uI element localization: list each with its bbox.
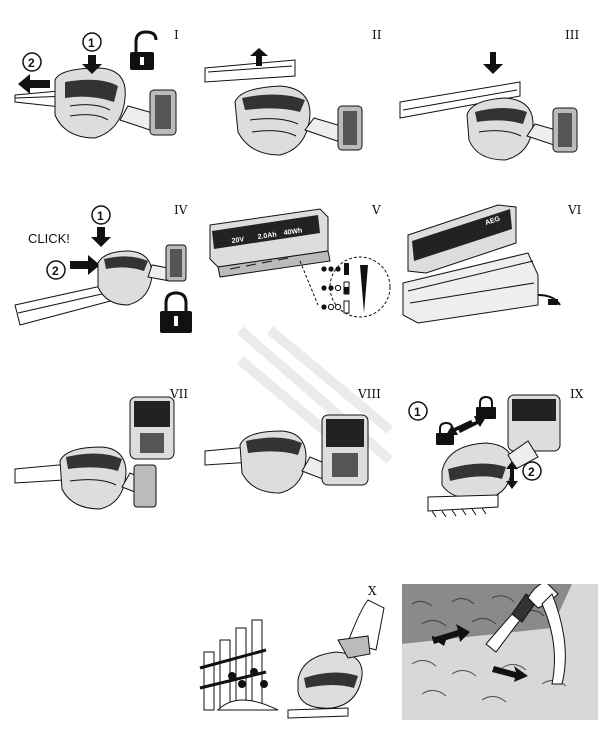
callout-1: 1 [82, 32, 102, 74]
charger-illustration: AEG [402, 204, 561, 324]
arrow-icon [506, 461, 518, 489]
step-panel-8: VIII [200, 385, 395, 525]
hedge-shear-illustration [485, 584, 566, 685]
callout-2: 2 [522, 461, 542, 481]
step-numeral: X [368, 584, 377, 598]
blade-illustration [204, 59, 296, 83]
battery-pack-illustration [507, 394, 561, 452]
step-numeral: VII [170, 387, 189, 401]
shear-body-illustration [54, 67, 177, 139]
shear-body-illustration [239, 430, 335, 494]
step-numeral: IV [174, 203, 188, 217]
grass-shear-illustration [427, 440, 539, 518]
unlock-icon [436, 421, 454, 445]
svg-text:40Wh: 40Wh [283, 227, 302, 237]
step-panel-6: VI AEG [398, 195, 598, 345]
shear-body-illustration [234, 85, 363, 156]
svg-text:2: 2 [528, 465, 535, 479]
grass-shear-illustration [287, 599, 385, 719]
shear-body-illustration [59, 446, 157, 510]
step-panel-11: XI [402, 584, 598, 720]
blade-illustration [399, 81, 521, 119]
arrow-icon [483, 52, 503, 74]
step-numeral: III [565, 28, 580, 42]
battery-level-icon [321, 256, 391, 318]
step-numeral: IX [570, 387, 584, 401]
arrow-icon [70, 255, 100, 275]
step-panel-7: VII [10, 385, 200, 525]
callout-2: 2 [18, 52, 50, 94]
step-panel-2: II [200, 20, 390, 170]
step-numeral: V [372, 203, 381, 217]
battery-pack-illustration [321, 414, 369, 486]
step-panel-10: X [198, 580, 398, 720]
arrow-icon [18, 74, 50, 94]
arrow-icon [91, 227, 111, 247]
callout-2: 2 [46, 255, 100, 280]
arrow-icon [492, 666, 528, 682]
shear-body-illustration [466, 97, 578, 161]
unlock-icon [130, 30, 158, 70]
arrow-icon [250, 48, 268, 66]
step-numeral: VI [568, 203, 582, 217]
arrow-icon [446, 420, 473, 435]
callout-1: 1 [408, 401, 428, 421]
svg-text:AEG: AEG [484, 215, 501, 227]
step-panel-9: IX 1 2 [398, 385, 598, 525]
hedge-illustration [402, 584, 598, 720]
battery-pack-illustration [129, 396, 175, 460]
svg-text:1: 1 [88, 36, 95, 50]
battery-pack-illustration: 20V 2.0Ah 40Wh [209, 208, 331, 306]
arrow-icon [82, 55, 102, 74]
step-numeral: II [372, 28, 382, 42]
step-numeral: VIII [358, 387, 381, 401]
step-panel-4: IV CLICK! 1 2 [10, 195, 200, 345]
lock-icon [160, 291, 192, 333]
lock-icon [476, 395, 496, 419]
svg-text:1: 1 [414, 405, 421, 419]
flowers-illustration [216, 668, 279, 711]
fence-illustration [199, 619, 267, 711]
svg-text:2: 2 [52, 264, 59, 278]
step-panel-5: V 20V 2.0Ah 40Wh [200, 195, 395, 345]
step-numeral: I [174, 28, 179, 42]
step-panel-3: III [395, 20, 595, 170]
svg-text:1: 1 [97, 209, 104, 223]
arrow-icon [458, 416, 486, 433]
step-panel-1: I 1 2 [10, 20, 200, 170]
click-label: CLICK! [28, 231, 70, 246]
svg-text:2.0Ah: 2.0Ah [257, 231, 277, 241]
svg-text:20V: 20V [231, 236, 245, 245]
shear-body-illustration [97, 244, 187, 306]
svg-text:2: 2 [28, 56, 35, 70]
callout-1: 1 [91, 205, 111, 247]
